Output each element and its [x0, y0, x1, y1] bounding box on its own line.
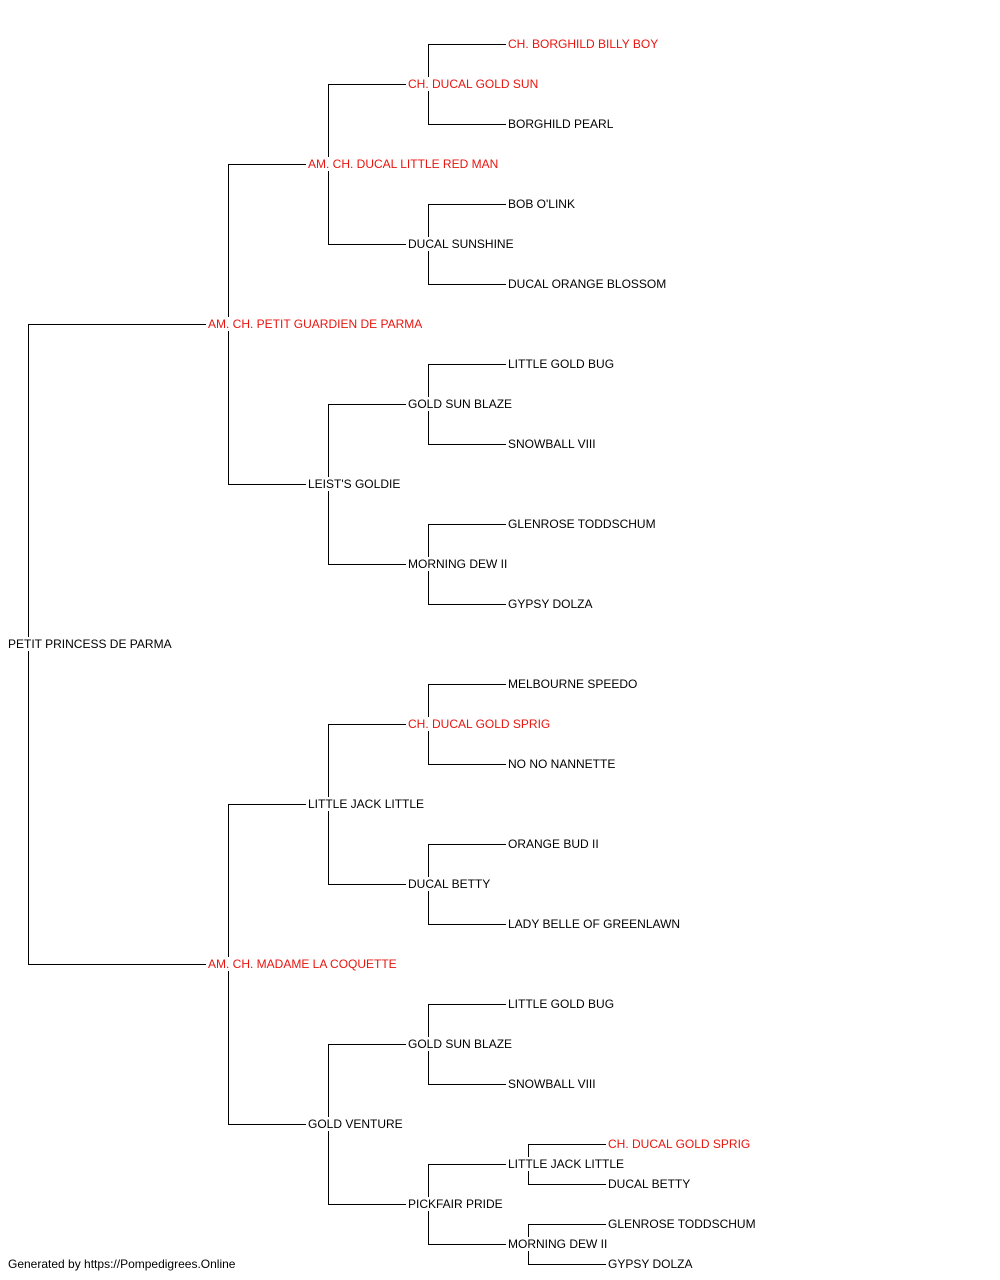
sire-branch-line [428, 1004, 506, 1005]
sire-branch-line [528, 1144, 606, 1145]
dam-branch-line [528, 1184, 606, 1185]
dog-name: MORNING DEW II [507, 1237, 609, 1251]
dog-name: GOLD VENTURE [307, 1117, 404, 1131]
footer-credit: Generated by https://Pompedigrees.Online [8, 1257, 236, 1271]
dog-name: AM. CH. DUCAL LITTLE RED MAN [307, 157, 500, 171]
sire-branch-line [328, 1044, 406, 1045]
dam-branch-line [328, 244, 406, 245]
dam-branch-line [428, 604, 506, 605]
dog-name: GLENROSE TODDSCHUM [507, 517, 657, 531]
dam-branch-line [428, 924, 506, 925]
dog-name: MELBOURNE SPEEDO [507, 677, 639, 691]
dog-name: SNOWBALL VIII [507, 1077, 597, 1091]
dog-name: NO NO NANNETTE [507, 757, 617, 771]
dog-name: LITTLE GOLD BUG [507, 357, 616, 371]
sire-branch-line [328, 724, 406, 725]
dog-name: DUCAL ORANGE BLOSSOM [507, 277, 668, 291]
dog-name: DUCAL BETTY [607, 1177, 692, 1191]
dog-name: LITTLE JACK LITTLE [507, 1157, 626, 1171]
dog-name: AM. CH. MADAME LA COQUETTE [207, 957, 398, 971]
sire-branch-line [428, 524, 506, 525]
sire-branch-line [428, 684, 506, 685]
dog-name: AM. CH. PETIT GUARDIEN DE PARMA [207, 317, 424, 331]
dam-branch-line [428, 124, 506, 125]
dog-name: CH. DUCAL GOLD SPRIG [407, 717, 552, 731]
dam-branch-line [428, 284, 506, 285]
sire-branch-line [428, 204, 506, 205]
dog-name: LITTLE GOLD BUG [507, 997, 616, 1011]
dam-branch-line [228, 484, 306, 485]
sire-branch-line [28, 324, 206, 325]
sire-branch-line [428, 364, 506, 365]
dam-branch-line [328, 564, 406, 565]
sire-branch-line [428, 844, 506, 845]
dam-branch-line [228, 1124, 306, 1125]
dog-name: CH. DUCAL GOLD SPRIG [607, 1137, 752, 1151]
dog-name: BOB O'LINK [507, 197, 576, 211]
dog-name: LEIST'S GOLDIE [307, 477, 402, 491]
dog-name: DUCAL BETTY [407, 877, 492, 891]
dog-name: GLENROSE TODDSCHUM [607, 1217, 757, 1231]
dog-name: DUCAL SUNSHINE [407, 237, 515, 251]
dog-name: GYPSY DOLZA [507, 597, 594, 611]
dog-name: SNOWBALL VIII [507, 437, 597, 451]
dog-name: MORNING DEW II [407, 557, 509, 571]
sire-branch-line [228, 164, 306, 165]
sire-branch-line [228, 804, 306, 805]
dog-name: BORGHILD PEARL [507, 117, 615, 131]
dam-branch-line [528, 1264, 606, 1265]
dog-name: GYPSY DOLZA [607, 1257, 694, 1271]
sire-branch-line [328, 84, 406, 85]
sire-branch-line [428, 1164, 506, 1165]
dam-branch-line [328, 884, 406, 885]
dam-branch-line [428, 1084, 506, 1085]
dog-name: LITTLE JACK LITTLE [307, 797, 426, 811]
sire-branch-line [328, 404, 406, 405]
dog-name: GOLD SUN BLAZE [407, 397, 514, 411]
dam-branch-line [428, 1244, 506, 1245]
dog-name: PETIT PRINCESS DE PARMA [7, 637, 173, 651]
dog-name: GOLD SUN BLAZE [407, 1037, 514, 1051]
dog-name: CH. BORGHILD BILLY BOY [507, 37, 660, 51]
dam-branch-line [28, 964, 206, 965]
dam-branch-line [328, 1204, 406, 1205]
dam-branch-line [428, 764, 506, 765]
sire-branch-line [528, 1224, 606, 1225]
dam-branch-line [428, 444, 506, 445]
dog-name: LADY BELLE OF GREENLAWN [507, 917, 682, 931]
dog-name: ORANGE BUD II [507, 837, 600, 851]
dog-name: PICKFAIR PRIDE [407, 1197, 504, 1211]
sire-branch-line [428, 44, 506, 45]
dog-name: CH. DUCAL GOLD SUN [407, 77, 540, 91]
